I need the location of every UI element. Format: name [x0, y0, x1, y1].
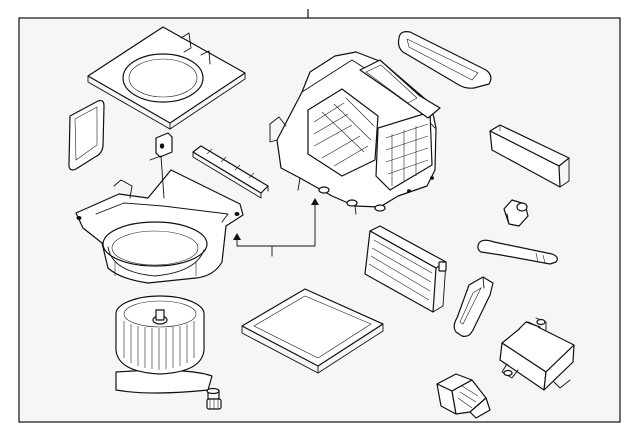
- control-module: [499, 317, 575, 391]
- cabin-air-filter: [241, 288, 384, 374]
- callout-arrows: [233, 198, 319, 257]
- heater-core-unit: [269, 51, 441, 215]
- blower-housing: [75, 155, 244, 284]
- inlet-seal: [68, 99, 105, 171]
- small-clip: [155, 132, 173, 158]
- filter-grille: [192, 145, 269, 199]
- mount-screw: [206, 387, 222, 410]
- top-cover: [87, 26, 246, 130]
- connector-block: [436, 373, 491, 419]
- hose-clip: [477, 239, 558, 265]
- side-filter: [489, 124, 570, 188]
- evaporator-core: [364, 225, 447, 313]
- vent-bracket: [453, 276, 494, 337]
- duct-seal: [397, 31, 492, 89]
- blower-motor: [115, 295, 213, 394]
- actuator-knob: [503, 199, 529, 227]
